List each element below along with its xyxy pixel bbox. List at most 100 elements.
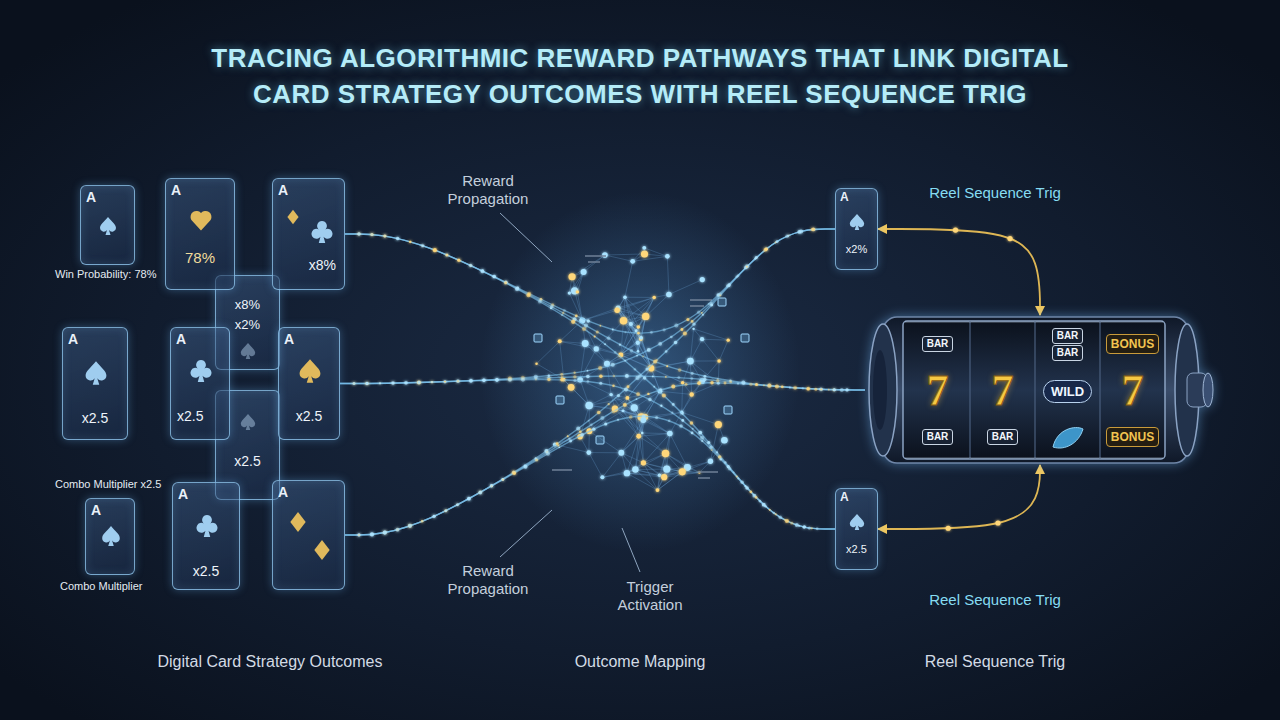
flow-particle: [392, 382, 395, 385]
flow-particle: [701, 440, 703, 442]
card-value: x2.5: [296, 408, 322, 424]
flow-particle: [820, 388, 822, 390]
network-dot: [679, 468, 686, 475]
flow-particle: [636, 355, 638, 357]
flow-particle: [737, 274, 740, 277]
annotation-label: Reel Sequence Trig: [895, 652, 1095, 671]
flow-particle: [418, 382, 420, 384]
card-rank: A: [178, 486, 188, 502]
reel-divider: [1034, 321, 1035, 459]
flow-particle: [421, 520, 423, 522]
network-link: [633, 256, 668, 261]
network-link: [607, 364, 627, 398]
annotation-label: Reward Propagation: [438, 172, 538, 208]
flow-particle: [679, 424, 683, 428]
label-box: Reel Sequence Trig: [895, 652, 1095, 671]
network-link: [615, 409, 642, 433]
network-link: [643, 420, 670, 434]
flow-particle: [636, 398, 638, 400]
playing-card: Ax8%: [272, 178, 345, 290]
flow-particle: [491, 485, 493, 487]
network-link: [537, 341, 560, 363]
flow-particle: [371, 533, 373, 535]
flow-particle: [353, 382, 355, 384]
flow-particle: [755, 496, 758, 499]
flow-particle: [535, 459, 538, 462]
flow-particle: [650, 331, 653, 334]
text-mark: [690, 305, 704, 307]
flow-particle: [467, 497, 470, 500]
network-link: [564, 380, 589, 406]
network-link: [643, 463, 657, 490]
trigger-arrow: [878, 465, 1040, 529]
flow-particle: [504, 280, 507, 283]
flow-particle: [627, 385, 630, 388]
network-link: [621, 453, 635, 470]
spade-suit: [300, 359, 321, 382]
card-value: x8%: [309, 257, 336, 273]
network-link: [605, 255, 633, 261]
reel-symbol: 7: [1122, 369, 1144, 413]
network-link: [618, 308, 636, 331]
flow-particle: [432, 515, 435, 518]
network-link: [670, 434, 688, 468]
network-dot: [667, 431, 673, 437]
flow-particle: [505, 281, 507, 283]
club-suit: [311, 221, 332, 243]
network-link: [589, 405, 590, 431]
flow-particle: [482, 379, 485, 382]
network-cube: [741, 334, 749, 342]
flow-particle: [560, 378, 563, 381]
flow-particle: [755, 256, 758, 259]
reward-flow: [340, 229, 835, 384]
flow-particle: [683, 331, 687, 335]
flow-particle: [481, 269, 484, 272]
flow-particle: [456, 504, 458, 506]
network-link: [657, 468, 687, 491]
flow-particle: [740, 481, 743, 484]
flow-particle: [357, 533, 361, 537]
network-link: [584, 255, 605, 272]
flow-particle: [493, 276, 495, 278]
card-value: x2%: [846, 243, 867, 256]
playing-card: Ax2%: [835, 188, 878, 270]
flow-particle: [457, 380, 459, 382]
flow-particle: [587, 370, 589, 372]
flow-particle: [776, 241, 778, 243]
flow-particle: [408, 524, 412, 528]
network-dot: [618, 450, 624, 456]
network-link: [577, 272, 583, 292]
flow-particle: [458, 259, 460, 261]
flow-particle: [493, 276, 495, 278]
flow-particle: [580, 433, 584, 437]
flow-particle: [576, 426, 580, 430]
flow-particle: [383, 235, 386, 238]
network-dot: [620, 317, 627, 324]
flow-particle: [629, 415, 632, 418]
network-dot: [666, 292, 672, 298]
network-dot: [602, 252, 608, 258]
network-link: [651, 369, 682, 383]
network-dot: [641, 432, 644, 435]
flow-particle: [733, 471, 735, 473]
network-link: [623, 411, 639, 436]
network-dot: [637, 325, 641, 329]
annotation-label: Reel Sequence Trig: [895, 591, 1095, 609]
flow-particle: [691, 432, 694, 435]
network-dot: [662, 450, 670, 458]
network-dot: [594, 346, 599, 351]
leader-line: [500, 213, 552, 262]
network-dot: [641, 250, 648, 257]
flow-particle: [648, 398, 651, 401]
flow-particle: [630, 349, 633, 352]
flow-particle: [668, 420, 670, 422]
flow-particle: [701, 312, 703, 314]
flow-particle: [431, 381, 433, 383]
flow-particle: [550, 305, 553, 308]
flow-particle: [422, 245, 424, 247]
flow-particle: [569, 439, 572, 442]
flow-particle: [490, 485, 493, 488]
flow-particle: [759, 500, 762, 503]
flow-particle: [710, 381, 713, 384]
